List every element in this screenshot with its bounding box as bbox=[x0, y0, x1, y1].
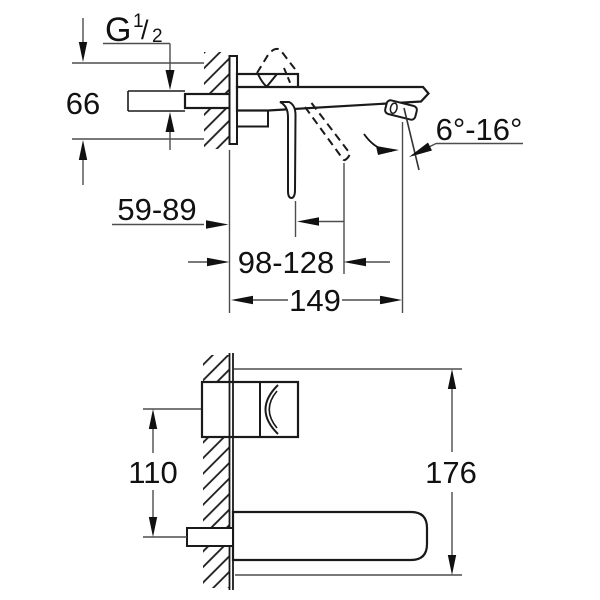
dim-66-text: 66 bbox=[66, 86, 100, 121]
lever-knob-arc-inner bbox=[268, 390, 278, 429]
dim-176-arrow-down-icon bbox=[447, 555, 457, 575]
dim-176-text: 176 bbox=[425, 455, 477, 490]
lever-closed bbox=[279, 101, 297, 200]
angle-slant-line bbox=[403, 107, 420, 171]
dim-98-128: 98-128 bbox=[188, 245, 390, 280]
angle-arc-arrow-icon bbox=[376, 146, 399, 155]
lever-open-dashed bbox=[304, 102, 351, 162]
side-view: G 1 / 2 66 59-89 bbox=[66, 11, 523, 318]
lever-raised-inner-dashed bbox=[283, 67, 292, 86]
dim-66: 66 bbox=[66, 18, 204, 185]
thread-arrow-down-icon bbox=[165, 70, 175, 90]
dim-110-arrow-down-icon bbox=[148, 517, 158, 537]
thread-label-prefix: G bbox=[105, 11, 131, 49]
dim-110-text: 110 bbox=[128, 455, 177, 490]
dim-98-128-arrow-left-icon bbox=[343, 257, 366, 267]
wall-plate-front-lines bbox=[228, 353, 234, 590]
dim-149-arrow-right-icon bbox=[380, 295, 402, 305]
angle-leader-arrow-icon bbox=[409, 142, 432, 157]
lever-knob-arc-outer bbox=[264, 384, 279, 435]
thread-leader-line bbox=[103, 42, 171, 72]
dim-98-128-text: 98-128 bbox=[238, 245, 335, 280]
dim-66-extension-lines bbox=[72, 62, 204, 140]
handle-escutcheon-front bbox=[200, 380, 300, 439]
dim-176-arrow-up-icon bbox=[447, 369, 457, 389]
thread-label-numerator: 1 bbox=[133, 11, 144, 32]
dim-110-extension-lines bbox=[143, 408, 201, 538]
dim-176: 176 bbox=[234, 368, 477, 576]
dim-66-arrow-up-icon bbox=[78, 140, 88, 160]
dim-176-extension-lines bbox=[234, 368, 462, 576]
dim-149-text: 149 bbox=[289, 283, 341, 318]
angle-annotation: 6°-16° bbox=[363, 107, 523, 171]
wall-plate-side bbox=[228, 55, 238, 145]
thread-arrow-up-icon bbox=[165, 112, 175, 132]
front-view: 110 176 bbox=[128, 353, 477, 590]
dim-149: 149 bbox=[231, 283, 402, 318]
angle-text: 6°-16° bbox=[436, 112, 523, 147]
supply-pipe-stub bbox=[127, 90, 185, 112]
supply-pipe-stub-front bbox=[186, 527, 234, 547]
concealed-body-fitting bbox=[183, 92, 232, 110]
dim-110-arrow-up-icon bbox=[148, 409, 158, 429]
dim-149-arrow-left-icon bbox=[231, 295, 253, 305]
aerator-body bbox=[384, 99, 418, 121]
spout-front bbox=[231, 510, 429, 562]
dim-66-arrow-down-icon bbox=[78, 42, 88, 62]
thread-size-label: G 1 / 2 bbox=[103, 11, 175, 150]
dim-59-89-arrow-left-icon bbox=[297, 217, 319, 226]
aerator bbox=[384, 99, 418, 121]
thread-label-slash: / bbox=[141, 15, 149, 45]
lever-raised-outline-dashed bbox=[256, 47, 299, 74]
spout-base-bracket bbox=[236, 109, 269, 128]
dim-59-89-text: 59-89 bbox=[117, 192, 196, 227]
thread-label-denominator: 2 bbox=[152, 26, 163, 47]
dim-59-89-arrow-right-icon bbox=[206, 220, 229, 229]
aerator-face bbox=[389, 102, 398, 115]
dim-110: 110 bbox=[128, 408, 201, 538]
dim-59-89: 59-89 bbox=[112, 192, 344, 229]
dim-98-128-arrow-right-icon bbox=[207, 257, 230, 267]
